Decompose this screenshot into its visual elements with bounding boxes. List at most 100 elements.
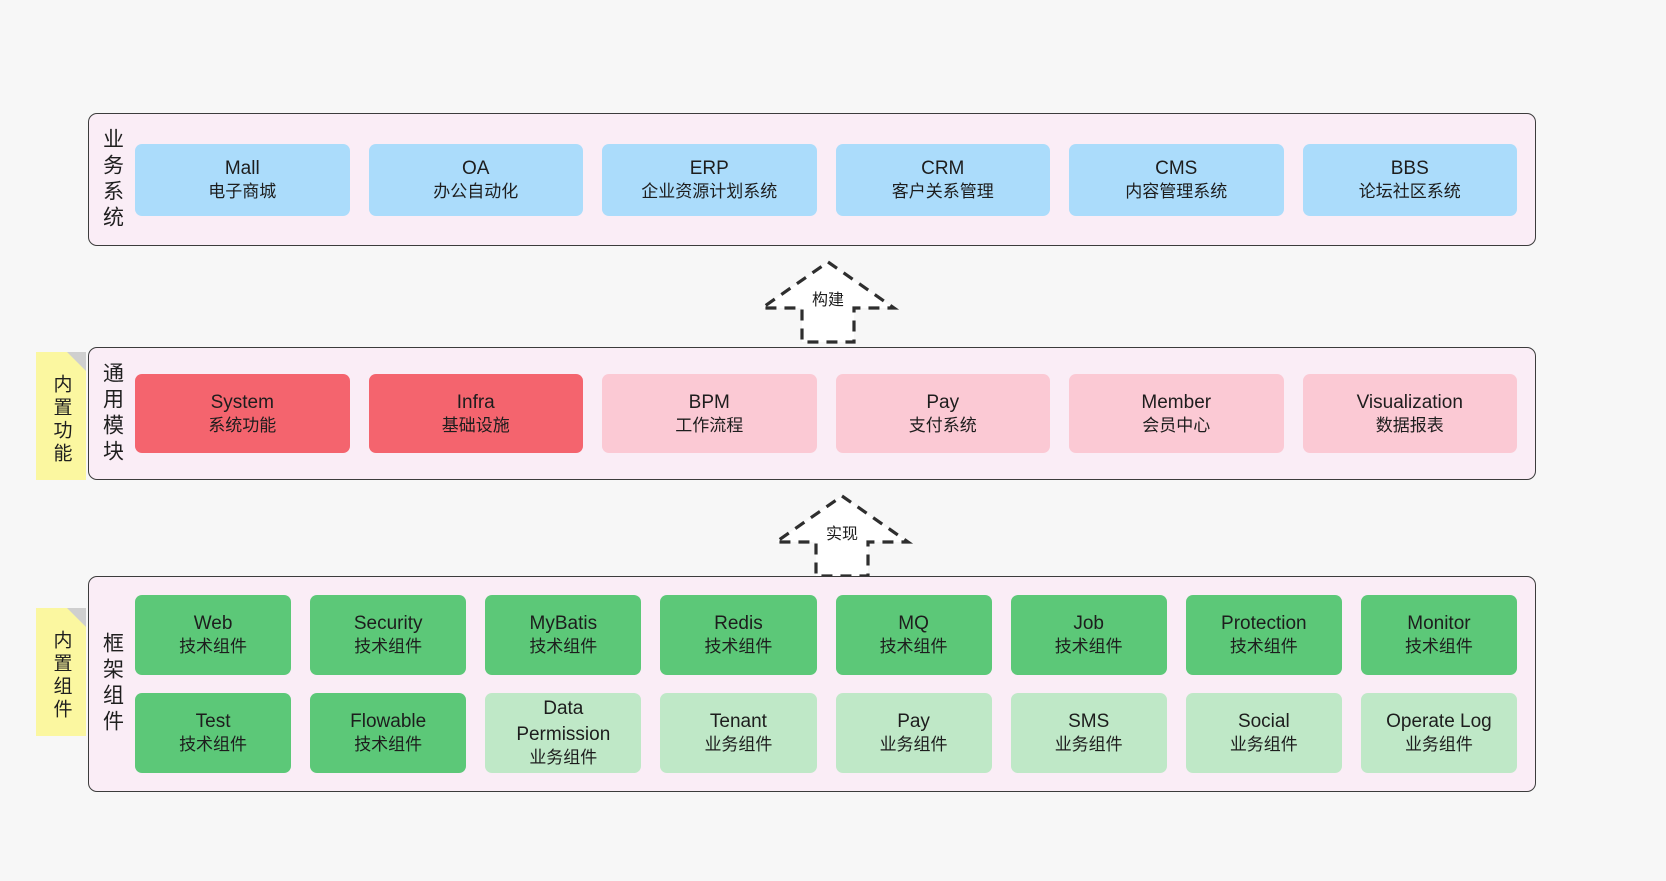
module-box-pay[interactable]: Pay 支付系统 [835,374,1050,453]
component-subtitle: 业务组件 [1404,735,1473,755]
component-title: Operate Log [1386,711,1492,733]
component-subtitle: 业务组件 [529,747,598,767]
module-subtitle: 支付系统 [908,415,977,435]
component-box-flowable[interactable]: Flowable 技术组件 [310,693,467,773]
component-title: Security [353,613,423,635]
component-title: Pay [897,711,930,733]
component-subtitle: 技术组件 [1229,637,1298,657]
module-title: BPM [688,391,730,413]
component-subtitle: 业务组件 [879,735,948,755]
component-subtitle: 技术组件 [179,637,248,657]
component-box-redis[interactable]: Redis 技术组件 [660,595,817,675]
layer-label-common-module: 通用模块 [100,361,124,466]
component-subtitle: 业务组件 [1229,735,1298,755]
component-box-sms[interactable]: SMS 业务组件 [1010,693,1167,773]
module-title: OA [462,157,490,179]
component-title: Data Permission [516,698,611,745]
component-title: Protection [1221,613,1307,635]
layer-body-framework-component: Web 技术组件 Security 技术组件 MyBatis 技术组件 Redi… [135,577,1535,791]
module-title: Infra [456,391,495,413]
component-title: SMS [1068,711,1110,733]
layer-panel-business-system: 业务系统 Mall 电子商城 OA 办公自动化 ERP 企业资源计划系统 CRM… [88,113,1536,246]
component-box-data-permission[interactable]: Data Permission 业务组件 [485,693,642,773]
module-box-member[interactable]: Member 会员中心 [1069,374,1284,453]
component-title: Redis [714,613,763,635]
component-subtitle: 技术组件 [1404,637,1473,657]
sticky-note-builtin-component: 内置组件 [36,608,86,736]
component-box-monitor[interactable]: Monitor 技术组件 [1360,595,1517,675]
component-title: Monitor [1407,613,1471,635]
layer-row: System 系统功能 Infra 基础设施 BPM 工作流程 Pay 支付系统… [135,374,1517,453]
dashed-hollow-arrow-icon [756,260,900,344]
module-box-visualization[interactable]: Visualization 数据报表 [1302,374,1517,453]
module-title: Pay [926,391,960,413]
module-subtitle: 论坛社区系统 [1358,181,1461,201]
component-subtitle: 业务组件 [704,735,773,755]
module-title: Mall [224,157,260,179]
module-box-crm[interactable]: CRM 客户关系管理 [835,143,1050,216]
component-box-mybatis[interactable]: MyBatis 技术组件 [485,595,642,675]
component-title: Web [193,613,233,635]
component-box-social[interactable]: Social 业务组件 [1185,693,1342,773]
component-subtitle: 技术组件 [354,735,423,755]
component-subtitle: 技术组件 [529,637,598,657]
module-box-cms[interactable]: CMS 内容管理系统 [1069,143,1284,216]
layer-row: Web 技术组件 Security 技术组件 MyBatis 技术组件 Redi… [135,595,1517,675]
module-subtitle: 内容管理系统 [1125,181,1228,201]
component-box-test[interactable]: Test 技术组件 [135,693,292,773]
component-box-tenant[interactable]: Tenant 业务组件 [660,693,817,773]
module-title: ERP [689,157,729,179]
component-title: Flowable [350,711,427,733]
module-title: BBS [1390,157,1429,179]
component-box-security[interactable]: Security 技术组件 [310,595,467,675]
module-subtitle: 基础设施 [441,415,510,435]
component-title: MQ [898,613,929,635]
component-box-protection[interactable]: Protection 技术组件 [1185,595,1342,675]
module-box-bpm[interactable]: BPM 工作流程 [602,374,817,453]
module-title: System [210,391,274,413]
layer-row: Mall 电子商城 OA 办公自动化 ERP 企业资源计划系统 CRM 客户关系… [135,143,1517,216]
layer-label-framework-component: 框架组件 [100,632,124,736]
note-fold-corner-icon [67,608,86,627]
component-box-web[interactable]: Web 技术组件 [135,595,292,675]
connector-build: 构建 [756,258,900,346]
module-box-mall[interactable]: Mall 电子商城 [135,143,350,216]
module-subtitle: 客户关系管理 [891,181,994,201]
module-title: CMS [1155,157,1198,179]
connector-implement: 实现 [770,492,914,580]
component-box-job[interactable]: Job 技术组件 [1010,595,1167,675]
component-box-pay[interactable]: Pay 业务组件 [835,693,992,773]
component-subtitle: 技术组件 [179,735,248,755]
module-subtitle: 数据报表 [1375,415,1444,435]
component-box-operate-log[interactable]: Operate Log 业务组件 [1360,693,1517,773]
module-subtitle: 会员中心 [1142,415,1211,435]
module-title: Visualization [1356,391,1463,413]
component-subtitle: 技术组件 [879,637,948,657]
note-label: 内置功能 [50,374,72,466]
module-subtitle: 电子商城 [208,181,277,201]
component-subtitle: 技术组件 [1054,637,1123,657]
component-title: Test [195,711,231,733]
layer-panel-common-module: 通用模块 System 系统功能 Infra 基础设施 BPM 工作流程 Pay… [88,347,1536,480]
layer-label-business-system: 业务系统 [100,127,124,232]
component-subtitle: 技术组件 [704,637,773,657]
component-title: MyBatis [529,613,598,635]
module-subtitle: 企业资源计划系统 [641,181,778,201]
module-box-erp[interactable]: ERP 企业资源计划系统 [602,143,817,216]
layer-body-business-system: Mall 电子商城 OA 办公自动化 ERP 企业资源计划系统 CRM 客户关系… [135,114,1535,245]
module-subtitle: 办公自动化 [433,181,519,201]
component-title: Social [1237,711,1290,733]
module-title: Member [1141,391,1212,413]
module-box-infra[interactable]: Infra 基础设施 [368,374,583,453]
connector-label: 构建 [811,292,845,309]
component-subtitle: 业务组件 [1054,735,1123,755]
module-box-oa[interactable]: OA 办公自动化 [368,143,583,216]
component-title: Job [1073,613,1104,635]
module-title: CRM [921,157,965,179]
module-box-system[interactable]: System 系统功能 [135,374,350,453]
note-fold-corner-icon [67,352,86,371]
module-box-bbs[interactable]: BBS 论坛社区系统 [1302,143,1517,216]
component-title: Tenant [709,711,767,733]
component-box-mq[interactable]: MQ 技术组件 [835,595,992,675]
